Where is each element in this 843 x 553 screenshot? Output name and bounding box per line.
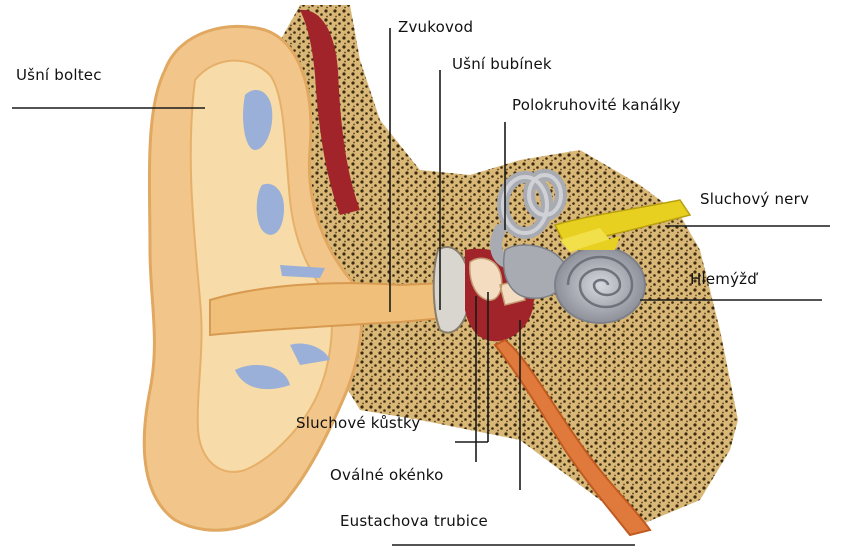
cochlea-shape xyxy=(555,247,645,323)
label-ear-canal: Zvukovod xyxy=(398,18,473,36)
label-oval-window: Oválné okénko xyxy=(330,466,444,484)
label-eustachian-tube: Eustachova trubice xyxy=(340,512,488,530)
label-cochlea: Hlemýžď xyxy=(690,270,757,288)
label-eardrum: Ušní bubínek xyxy=(452,55,552,73)
eardrum-shape xyxy=(434,247,470,333)
label-auditory-nerve: Sluchový nerv xyxy=(700,190,809,208)
label-ossicles: Sluchové kůstky xyxy=(296,414,420,432)
label-ear-pinna: Ušní boltec xyxy=(16,66,102,84)
label-semicircular-canals: Polokruhovité kanálky xyxy=(512,96,681,114)
